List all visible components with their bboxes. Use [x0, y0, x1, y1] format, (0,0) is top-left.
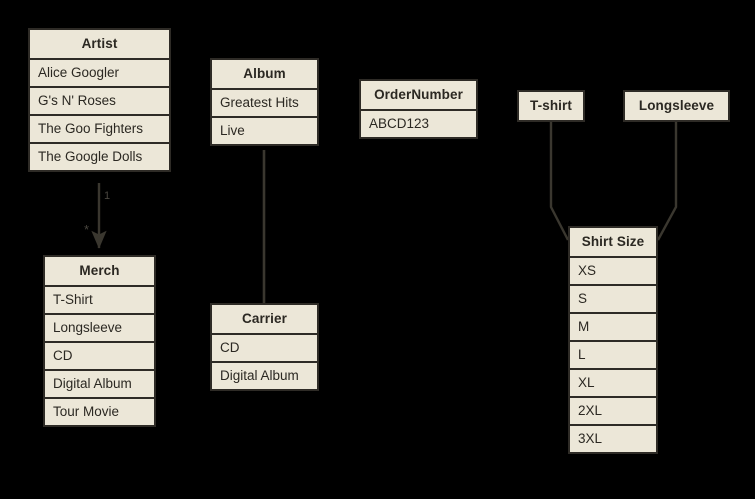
- entity-artist-row-3[interactable]: The Google Dolls: [30, 144, 169, 170]
- entity-merch-row-3[interactable]: Digital Album: [45, 371, 154, 399]
- entity-shirtsize-row-5[interactable]: 2XL: [570, 398, 656, 426]
- entity-artist-row-2[interactable]: The Goo Fighters: [30, 116, 169, 144]
- entity-album-title: Album: [212, 60, 317, 90]
- entity-album[interactable]: Album Greatest Hits Live: [210, 58, 319, 146]
- edge-longsleeve-to-shirtsize: [656, 122, 678, 241]
- entity-ordernumber[interactable]: OrderNumber ABCD123: [359, 79, 478, 139]
- entity-shirtsize-row-1[interactable]: S: [570, 286, 656, 314]
- entity-artist-row-1[interactable]: G's N' Roses: [30, 88, 169, 116]
- entity-longsleeve[interactable]: Longsleeve: [623, 90, 730, 122]
- entity-carrier-row-0[interactable]: CD: [212, 335, 317, 363]
- entity-ordernumber-row-0[interactable]: ABCD123: [361, 111, 476, 137]
- entity-merch-row-0[interactable]: T-Shirt: [45, 287, 154, 315]
- entity-shirtsize-row-0[interactable]: XS: [570, 258, 656, 286]
- entity-carrier-row-1[interactable]: Digital Album: [212, 363, 317, 389]
- entity-merch-row-2[interactable]: CD: [45, 343, 154, 371]
- entity-merch-row-4[interactable]: Tour Movie: [45, 399, 154, 425]
- entity-album-row-1[interactable]: Live: [212, 118, 317, 144]
- entity-carrier[interactable]: Carrier CD Digital Album: [210, 303, 319, 391]
- entity-shirtsize[interactable]: Shirt Size XS S M L XL 2XL 3XL: [568, 226, 658, 454]
- entity-tshirt-title: T-shirt: [519, 92, 583, 120]
- edge-label-source-cardinality: 1: [104, 190, 111, 202]
- entity-longsleeve-title: Longsleeve: [625, 92, 728, 120]
- edge-tshirt-to-shirtsize: [549, 122, 570, 241]
- entity-tshirt[interactable]: T-shirt: [517, 90, 585, 122]
- entity-shirtsize-row-6[interactable]: 3XL: [570, 426, 656, 452]
- edge-label-target-cardinality: *: [84, 222, 90, 237]
- entity-artist[interactable]: Artist Alice Googler G's N' Roses The Go…: [28, 28, 171, 172]
- entity-shirtsize-row-4[interactable]: XL: [570, 370, 656, 398]
- entity-artist-row-0[interactable]: Alice Googler: [30, 60, 169, 88]
- entity-ordernumber-title: OrderNumber: [361, 81, 476, 111]
- entity-shirtsize-row-3[interactable]: L: [570, 342, 656, 370]
- entity-artist-title: Artist: [30, 30, 169, 60]
- entity-merch-title: Merch: [45, 257, 154, 287]
- entity-album-row-0[interactable]: Greatest Hits: [212, 90, 317, 118]
- entity-merch[interactable]: Merch T-Shirt Longsleeve CD Digital Albu…: [43, 255, 156, 427]
- entity-shirtsize-row-2[interactable]: M: [570, 314, 656, 342]
- entity-carrier-title: Carrier: [212, 305, 317, 335]
- entity-shirtsize-title: Shirt Size: [570, 228, 656, 258]
- entity-merch-row-1[interactable]: Longsleeve: [45, 315, 154, 343]
